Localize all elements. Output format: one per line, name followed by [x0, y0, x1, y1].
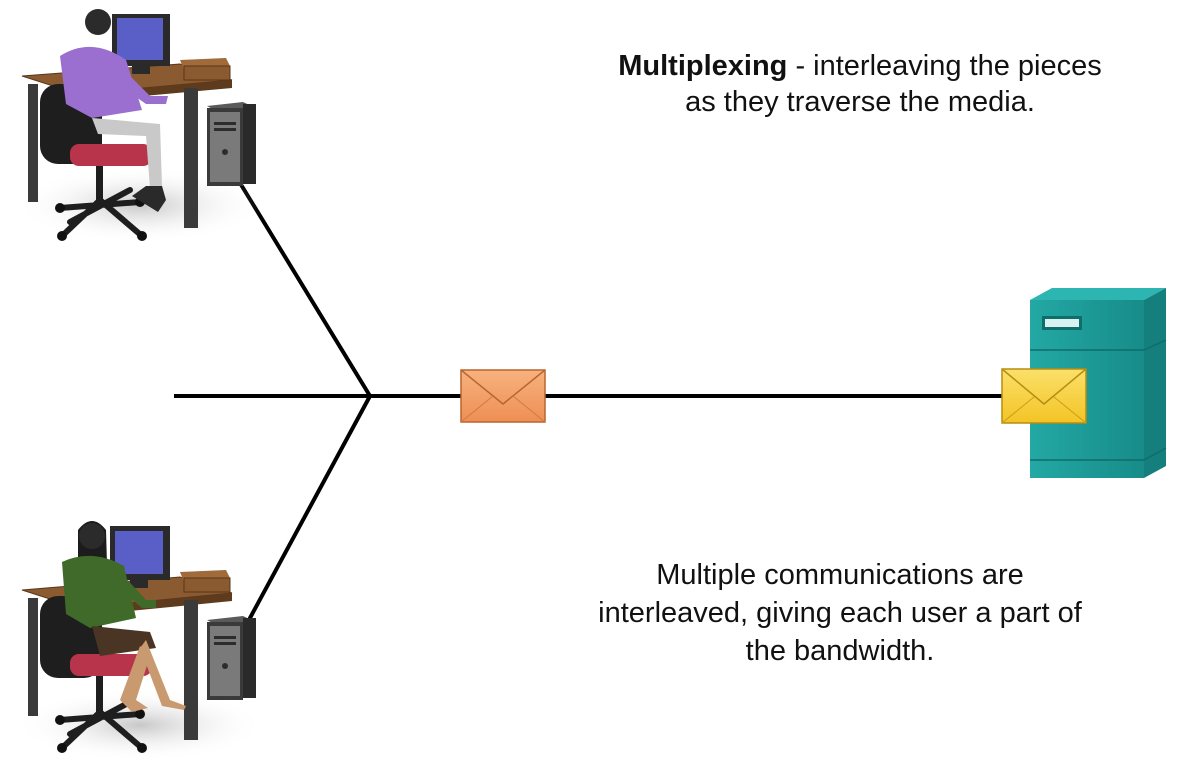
- envelope-in-transit-icon: [460, 369, 546, 423]
- link-top-workstation: [238, 181, 372, 398]
- explanation-line-2: interleaved, giving each user a part of: [598, 597, 1082, 629]
- bottom-workstation-icon: [15, 521, 265, 760]
- interleaving-explanation: Multiple communications are interleaved,…: [540, 556, 1140, 670]
- envelope-at-server-icon: [1001, 368, 1087, 424]
- network-links: [174, 181, 1010, 620]
- link-bottom-workstation: [248, 394, 372, 620]
- explanation-line-1: Multiple communications are: [656, 559, 1024, 591]
- top-workstation-icon: [15, 9, 265, 243]
- definition-text: - interleaving the pieces: [787, 50, 1102, 82]
- explanation-line-3: the bandwidth.: [745, 635, 935, 667]
- definition-term: Multiplexing: [618, 50, 788, 82]
- definition-line-1: Multiplexing - interleaving the pieces: [560, 48, 1160, 84]
- definition-line-2: as they traverse the media.: [685, 86, 1035, 118]
- multiplexing-definition: Multiplexing - interleaving the pieces a…: [560, 48, 1160, 120]
